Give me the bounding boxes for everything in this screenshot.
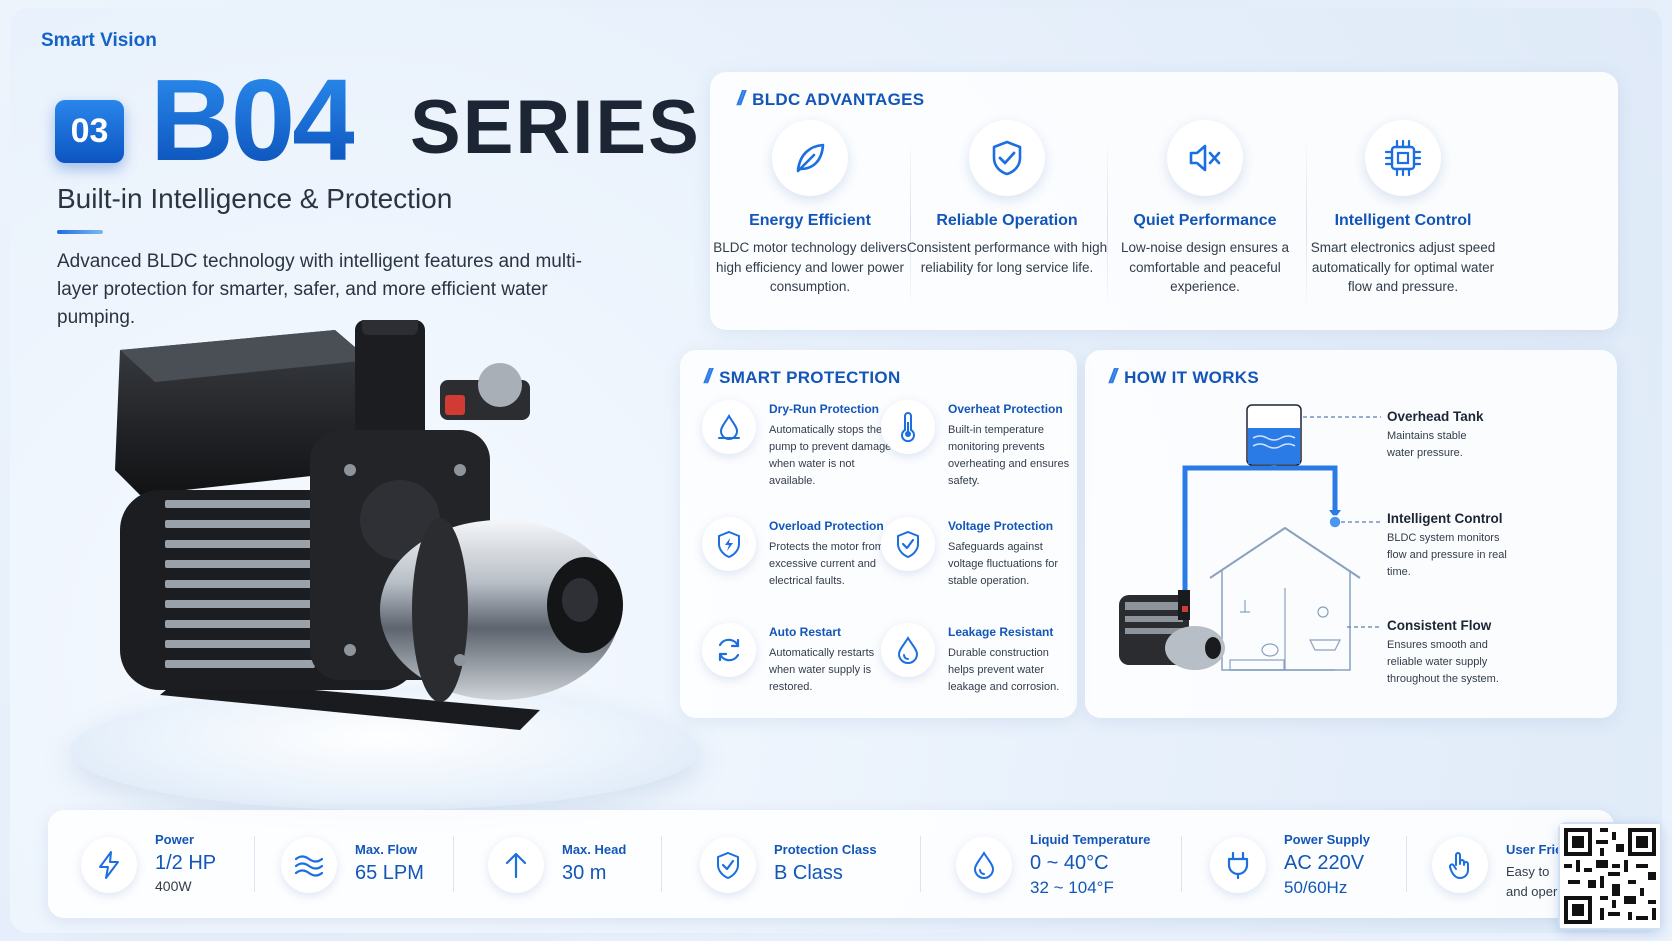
spec-value: 30 m (562, 862, 607, 884)
water-drop-icon (702, 400, 756, 454)
drop-icon (881, 623, 935, 677)
protection-title: Overheat Protection (948, 402, 1063, 416)
spec-value: Easy to (1506, 864, 1550, 879)
shield-check-icon (969, 120, 1045, 196)
how-label-consistent-flow: Consistent Flow (1387, 618, 1492, 633)
protection-title: Voltage Protection (948, 519, 1054, 533)
advantages-title: BLDC ADVANTAGES (752, 89, 925, 109)
protection-panel: // SMART PROTECTION Dry-Run Protection A… (680, 350, 1077, 718)
divider (1107, 137, 1108, 312)
spec-label: Protection Class (774, 842, 877, 857)
advantage-energy-efficient: Energy Efficient BLDC motor technology d… (705, 120, 915, 297)
plug-icon (1210, 837, 1266, 893)
protection-title: Overload Protection (769, 519, 884, 533)
advantage-reliable-operation: Reliable Operation Consistent performanc… (902, 120, 1112, 277)
spec-label: Max. Flow (355, 842, 418, 857)
advantage-title: Reliable Operation (936, 212, 1078, 229)
spec-label: User Frie (1506, 842, 1563, 857)
advantage-title: Quiet Performance (1133, 212, 1277, 229)
how-it-works-panel: // HOW IT WORKS (1085, 350, 1617, 718)
divider (661, 836, 662, 892)
spec-label: Power (155, 832, 195, 847)
model-title: B04 (150, 55, 357, 185)
divider (453, 836, 454, 892)
spec-value: 0 ~ 40°C (1030, 852, 1109, 874)
spec-label: Liquid Temperature (1030, 832, 1151, 847)
spec-bar: Power 1/2 HP 400W Max. Flow 65 LPM Max. … (48, 810, 1614, 918)
advantages-panel: // BLDC ADVANTAGES Energy Efficient BLDC… (710, 72, 1618, 330)
how-label-overhead-tank: Overhead Tank (1387, 409, 1484, 424)
drop-icon (956, 837, 1012, 893)
hero-description: Advanced BLDC technology with intelligen… (57, 251, 582, 328)
advantage-title: Intelligent Control (1334, 212, 1472, 229)
speaker-mute-icon (1167, 120, 1243, 196)
protection-desc: Automatically restarts when water supply… (769, 647, 875, 693)
series-number-badge: 03 (55, 100, 124, 163)
system-diagram (1119, 404, 1381, 671)
refresh-icon (702, 623, 756, 677)
flow-icon (281, 837, 337, 893)
advantage-quiet-performance: Quiet Performance Low-noise design ensur… (1100, 120, 1310, 297)
protection-title: SMART PROTECTION (719, 367, 901, 387)
divider (1181, 836, 1182, 892)
protection-desc: Protects the motor from excessive curren… (769, 541, 884, 587)
divider (920, 836, 921, 892)
how-desc-intelligent-control: BLDC system monitors flow and pressure i… (1387, 532, 1507, 578)
spec-value: AC 220V (1284, 852, 1365, 874)
hand-icon (1432, 837, 1488, 893)
divider (1406, 836, 1407, 892)
protection-desc: Built-in temperature monitoring prevents… (948, 424, 1070, 487)
leaf-icon (772, 120, 848, 196)
how-title-row: // HOW IT WORKS (1109, 366, 1259, 389)
hero-subtitle: Built-in Intelligence & Protection (57, 183, 453, 214)
advantage-intelligent-control: Intelligent Control Smart electronics ad… (1298, 120, 1508, 297)
shield-icon (700, 837, 756, 893)
accent-divider (57, 230, 103, 234)
protection-desc: Safeguards against voltage fluctuations … (948, 541, 1059, 587)
slash-icon: // (704, 366, 712, 388)
brand-name: Smart Vision (41, 30, 157, 51)
protection-desc: Automatically stops the pump to prevent … (769, 424, 892, 487)
advantage-desc: BLDC motor technology delivers high effi… (713, 240, 907, 294)
protection-title: Dry-Run Protection (769, 402, 880, 416)
spec-sub: and oper (1506, 884, 1558, 899)
slash-icon: // (737, 88, 745, 110)
protection-title-row: // SMART PROTECTION (704, 366, 901, 389)
spec-value: 65 LPM (355, 862, 424, 884)
divider (1306, 137, 1307, 312)
how-title: HOW IT WORKS (1124, 367, 1259, 387)
spec-sub: 50/60Hz (1284, 878, 1348, 897)
spec-sub: 400W (155, 878, 192, 894)
protection-title: Auto Restart (769, 625, 842, 639)
divider (910, 137, 911, 312)
thermometer-icon (881, 400, 935, 454)
qr-code[interactable] (1558, 822, 1662, 930)
spec-label: Max. Head (562, 842, 627, 857)
bolt-icon (81, 837, 137, 893)
advantage-desc: Smart electronics adjust speed automatic… (1310, 240, 1496, 294)
spec-label: Power Supply (1284, 832, 1370, 847)
how-label-intelligent-control: Intelligent Control (1387, 511, 1503, 526)
advantage-title: Energy Efficient (749, 212, 871, 229)
slash-icon: // (1109, 366, 1117, 388)
protection-desc: Durable construction helps prevent water… (948, 647, 1060, 693)
divider (254, 836, 255, 892)
protection-title: Leakage Resistant (948, 625, 1054, 639)
advantage-desc: Consistent performance with high reliabi… (906, 240, 1108, 275)
shield-bolt-icon (702, 517, 756, 571)
how-desc-overhead-tank: Maintains stable water pressure. (1387, 430, 1467, 459)
spec-value: B Class (774, 862, 843, 884)
how-desc-consistent-flow: Ensures smooth and reliable water supply… (1387, 639, 1499, 685)
shield-check-icon (881, 517, 935, 571)
advantages-title-row: // BLDC ADVANTAGES (737, 88, 924, 111)
advantage-desc: Low-noise design ensures a comfortable a… (1120, 240, 1290, 294)
chip-icon (1365, 120, 1441, 196)
series-title: SERIES (410, 85, 701, 170)
spec-sub: 32 ~ 104°F (1030, 878, 1114, 897)
arrow-up-icon (488, 837, 544, 893)
pump-image (100, 315, 700, 780)
spec-value: 1/2 HP (155, 852, 217, 874)
